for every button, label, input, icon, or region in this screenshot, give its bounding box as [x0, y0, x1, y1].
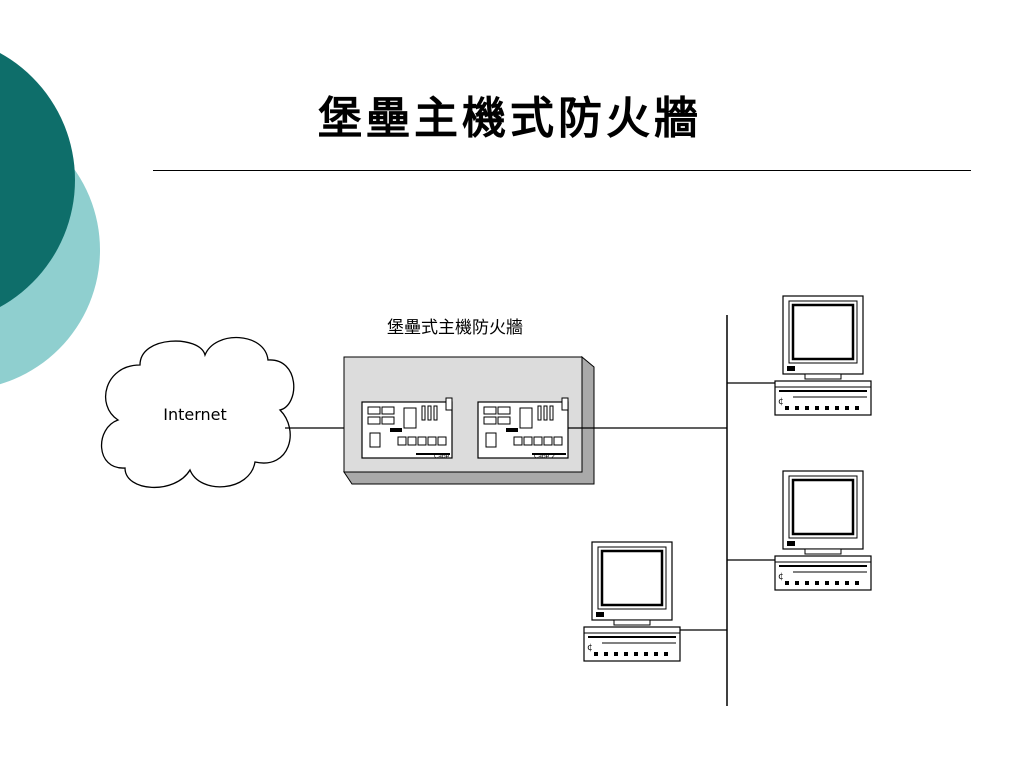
- decorative-circles: [0, 53, 100, 385]
- cloud-icon: [100, 336, 295, 489]
- bastion-host: Cabe Cabe 2: [343, 355, 595, 485]
- slide-title: 堡壘主機式防火牆: [318, 93, 702, 144]
- computer-icon: [773, 294, 873, 417]
- cloud-label: Internet: [163, 405, 227, 424]
- computer-icon: [582, 540, 682, 663]
- title-divider: [153, 170, 971, 171]
- network-card-icon: Cabe: [361, 397, 453, 460]
- dark-teal-circle: [0, 53, 75, 307]
- internet-cloud: Internet: [100, 336, 295, 489]
- card-left-label: Cabe: [434, 453, 450, 460]
- network-card-icon: Cabe 2: [477, 397, 569, 460]
- firewall-label: 堡壘式主機防火牆: [387, 318, 523, 338]
- computer-icon: [773, 469, 873, 592]
- card-right-label: Cabe 2: [534, 453, 555, 460]
